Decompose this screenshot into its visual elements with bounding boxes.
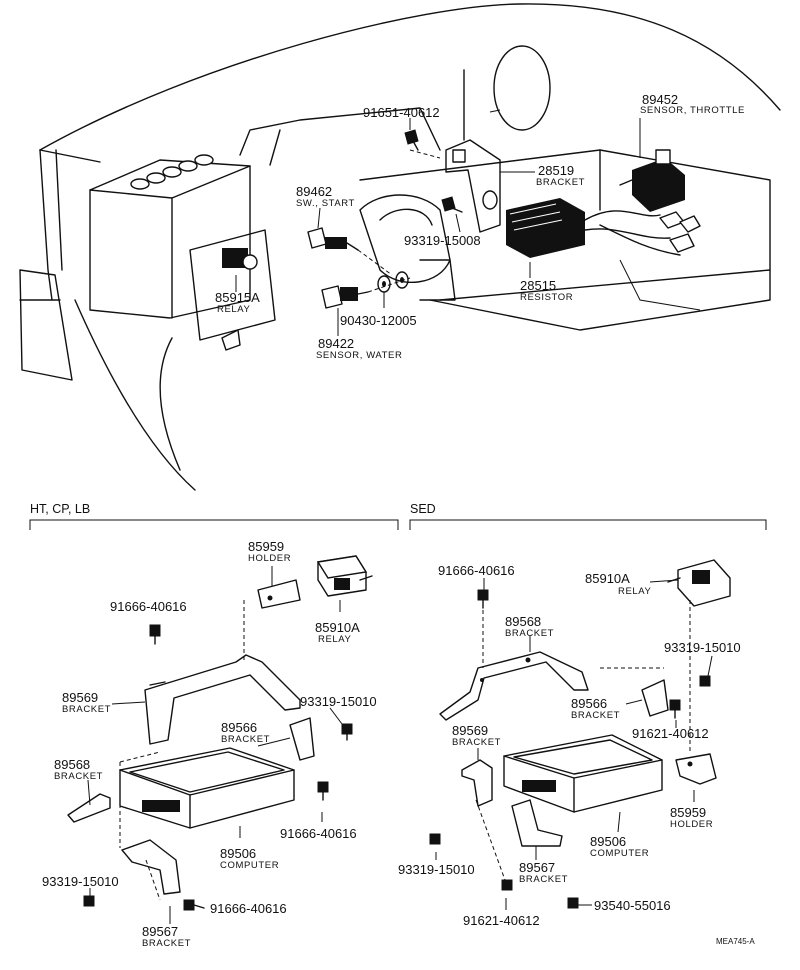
computer-89506-right-icon bbox=[503, 734, 663, 813]
label-91651-num: 91651-40612 bbox=[363, 105, 440, 120]
label-85910a-right-name: RELAY bbox=[618, 586, 652, 597]
water-sensor-89422-icon bbox=[321, 285, 369, 309]
bracket-89566-left-icon bbox=[289, 717, 315, 761]
bracket-89569-right-icon bbox=[461, 759, 493, 807]
label-89506-left-name: COMPUTER bbox=[220, 860, 279, 871]
computer-89506-left-icon bbox=[119, 747, 295, 829]
label-28519-num: 28519 bbox=[538, 163, 574, 178]
label-89568-left-name: BRACKET bbox=[54, 771, 103, 782]
label-89566-left-num: 89566 bbox=[221, 720, 257, 735]
bracket-89567-left-icon bbox=[121, 839, 181, 895]
bolt-91651-icon bbox=[404, 129, 419, 151]
battery-caps-icon bbox=[130, 154, 214, 190]
label-93319-15008-num: 93319-15008 bbox=[404, 233, 481, 248]
throttle-sensor-89452-icon bbox=[619, 149, 685, 212]
label-93319-right-b-num: 93319-15010 bbox=[398, 862, 475, 877]
bracket-89567-right-icon bbox=[511, 799, 563, 847]
label-91666-left-a-num: 91666-40616 bbox=[110, 599, 187, 614]
label-28515-name: RESISTOR bbox=[520, 292, 573, 303]
label-89569-left-name: BRACKET bbox=[62, 704, 111, 715]
label-91621-right-b-num: 91621-40612 bbox=[463, 913, 540, 928]
engine-bay-illustration bbox=[19, 3, 781, 491]
bolt-91621-right-a-icon bbox=[669, 699, 681, 711]
right-assembly-illustration bbox=[429, 559, 731, 910]
label-85959-right-name: HOLDER bbox=[670, 819, 713, 830]
bolt-91666-left-a-icon bbox=[149, 624, 161, 637]
bolt-91621-right-b-icon bbox=[501, 879, 513, 891]
label-85959-left-num: 85959 bbox=[248, 539, 284, 554]
label-89567-right-num: 89567 bbox=[519, 860, 555, 875]
label-89506-right-num: 89506 bbox=[590, 834, 626, 849]
section-right-bracket bbox=[409, 519, 767, 530]
screw-93319-left-b-icon bbox=[83, 895, 95, 907]
section-right-title: SED bbox=[410, 502, 436, 516]
label-89506-left-num: 89506 bbox=[220, 846, 256, 861]
screw-93319-15008-icon bbox=[441, 196, 463, 213]
label-91666-right-num: 91666-40616 bbox=[438, 563, 515, 578]
label-89569-left-num: 89569 bbox=[62, 690, 98, 705]
label-85915a-num: 85915A bbox=[215, 290, 260, 305]
relay-85915a-icon bbox=[222, 248, 258, 270]
label-89569-right-num: 89569 bbox=[452, 723, 488, 738]
screw-93319-right-a-icon bbox=[699, 675, 711, 687]
screw-93319-left-a-icon bbox=[341, 723, 353, 735]
resistor-28515-icon bbox=[506, 198, 585, 258]
bracket-89566-right-icon bbox=[641, 679, 669, 717]
label-89566-right-num: 89566 bbox=[571, 696, 607, 711]
left-assembly-illustration bbox=[67, 555, 373, 924]
bracket-89568-left-icon bbox=[67, 793, 111, 823]
label-85959-left-name: HOLDER bbox=[248, 553, 291, 564]
label-89462-num: 89462 bbox=[296, 184, 332, 199]
label-85910a-left-num: 85910A bbox=[315, 620, 360, 635]
bracket-89568-right-icon bbox=[439, 651, 589, 721]
label-89568-right-name: BRACKET bbox=[505, 628, 554, 639]
label-93540-right-num: 93540-55016 bbox=[594, 898, 671, 913]
bolt-91666-right-icon bbox=[477, 589, 489, 601]
diagram-code: MEA745-A bbox=[716, 937, 755, 946]
bolt-91666-left-b-icon bbox=[317, 781, 329, 793]
label-28519-name: BRACKET bbox=[536, 177, 585, 188]
label-85910a-left-name: RELAY bbox=[318, 634, 352, 645]
relay-85910a-left-icon bbox=[316, 555, 373, 597]
label-89506-right-name: COMPUTER bbox=[590, 848, 649, 859]
label-93319-right-a-num: 93319-15010 bbox=[664, 640, 741, 655]
relay-85910a-right-icon bbox=[667, 559, 731, 607]
label-89569-right-name: BRACKET bbox=[452, 737, 501, 748]
label-85959-right-num: 85959 bbox=[670, 805, 706, 820]
screw-93540-right-icon bbox=[567, 897, 579, 909]
label-89452-name: SENSOR, THROTTLE bbox=[640, 105, 745, 116]
label-85910a-right-num: 85910A bbox=[585, 571, 630, 586]
label-85915a-name: RELAY bbox=[217, 304, 251, 315]
screw-93319-right-b-icon bbox=[429, 833, 441, 845]
label-93319-left-b-num: 93319-15010 bbox=[42, 874, 119, 889]
holder-85959-right-icon bbox=[675, 753, 717, 785]
label-89567-left-num: 89567 bbox=[142, 924, 178, 939]
label-89452-num: 89452 bbox=[642, 92, 678, 107]
label-89462-name: SW., START bbox=[296, 198, 355, 209]
label-89566-right-name: BRACKET bbox=[571, 710, 620, 721]
label-91666-left-c-num: 91666-40616 bbox=[210, 901, 287, 916]
label-91621-right-a-num: 91621-40612 bbox=[632, 726, 709, 741]
label-89422-num: 89422 bbox=[318, 336, 354, 351]
label-28515-num: 28515 bbox=[520, 278, 556, 293]
label-89568-left-num: 89568 bbox=[54, 757, 90, 772]
label-90430-num: 90430-12005 bbox=[340, 313, 417, 328]
section-left-title: HT, CP, LB bbox=[30, 502, 90, 516]
holder-85959-icon bbox=[257, 579, 301, 609]
label-93319-left-a-num: 93319-15010 bbox=[300, 694, 377, 709]
bolt-91666-left-c-icon bbox=[183, 899, 195, 911]
label-89568-right-num: 89568 bbox=[505, 614, 541, 629]
section-left-bracket bbox=[29, 519, 399, 530]
label-89567-right-name: BRACKET bbox=[519, 874, 568, 885]
label-89422-name: SENSOR, WATER bbox=[316, 350, 402, 361]
label-89567-left-name: BRACKET bbox=[142, 938, 191, 949]
label-89566-left-name: BRACKET bbox=[221, 734, 270, 745]
label-91666-left-b-num: 91666-40616 bbox=[280, 826, 357, 841]
start-switch-89462-icon bbox=[307, 227, 359, 251]
